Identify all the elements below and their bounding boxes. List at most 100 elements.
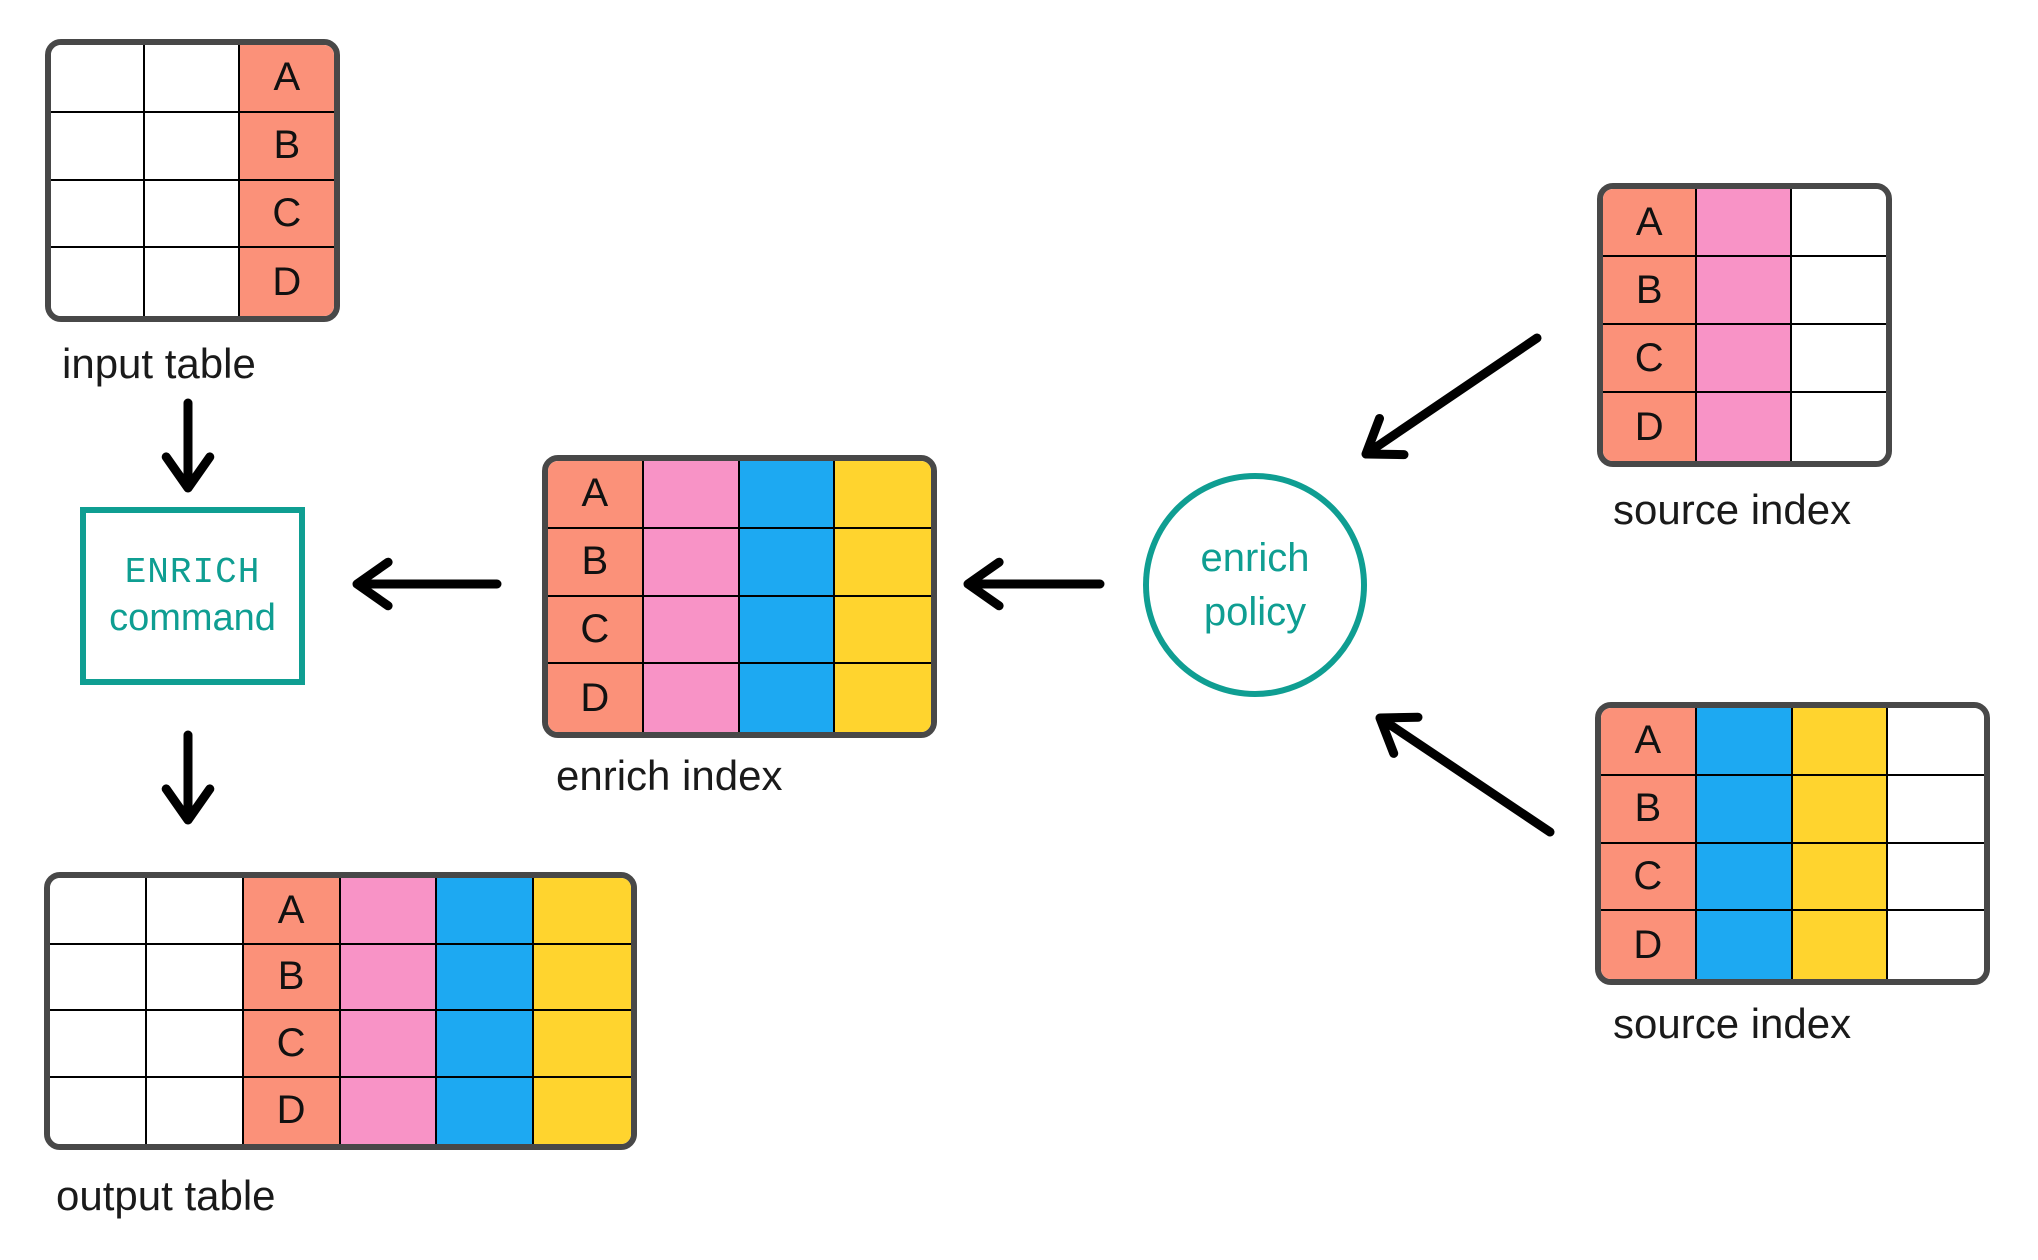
key-cell: B (1601, 775, 1697, 844)
key-cell: C (548, 596, 644, 665)
table-cell (739, 528, 836, 597)
arrow-index-to-command (352, 557, 502, 611)
table-cell (50, 1077, 147, 1144)
table-cell (51, 45, 146, 113)
enrich-command-keyword: ENRICH (124, 551, 261, 593)
table-cell (145, 112, 240, 181)
table-cell (739, 664, 836, 732)
table-cell (1696, 708, 1793, 776)
enrich-index-label: enrich index (556, 752, 783, 799)
key-cell: C (1601, 843, 1697, 912)
key-cell: D (239, 248, 334, 316)
table-cell (643, 664, 740, 732)
key-cell: D (1601, 911, 1697, 979)
source-index-top-label: source index (1613, 486, 1852, 533)
key-cell: B (239, 112, 334, 181)
key-cell: C (243, 1011, 341, 1078)
table-cell (1791, 189, 1886, 257)
table-cell (1791, 393, 1886, 461)
arrow-policy-to-index (963, 557, 1105, 611)
arrow-command-to-output (161, 730, 215, 825)
table-cell (1792, 708, 1889, 776)
table-cell (146, 1077, 244, 1144)
table-cell (340, 1011, 438, 1078)
enrich-policy-line2: policy (1203, 590, 1307, 634)
table-cell (340, 1077, 438, 1144)
table-cell (51, 112, 146, 181)
key-cell: B (548, 528, 644, 597)
table-cell (340, 878, 438, 945)
table-cell (835, 664, 931, 732)
table-cell (340, 944, 438, 1011)
table-cell (643, 461, 740, 529)
table-cell (51, 180, 146, 249)
table-cell (643, 528, 740, 597)
key-cell: A (1603, 189, 1698, 257)
table-cell (145, 180, 240, 249)
table-cell (1791, 257, 1886, 325)
table-cell (1791, 325, 1886, 393)
arrow-source-bottom-to-policy (1375, 712, 1555, 837)
table-cell (1888, 843, 1984, 912)
table-cell (1696, 775, 1793, 844)
table-cell (437, 1011, 535, 1078)
table-cell (1697, 393, 1792, 461)
table-cell (50, 944, 147, 1011)
table-cell (145, 248, 240, 316)
source-index-bottom-label: source index (1613, 1000, 1852, 1047)
key-cell: D (243, 1077, 341, 1144)
key-cell: C (239, 180, 334, 249)
arrow-source-top-to-policy (1361, 333, 1542, 460)
table-cell (146, 878, 244, 945)
key-cell: D (1603, 393, 1698, 461)
table-cell (51, 248, 146, 316)
table-cell (1792, 843, 1889, 912)
key-cell: A (239, 45, 334, 113)
key-cell: C (1603, 325, 1698, 393)
table-cell (145, 45, 240, 113)
table-cell (437, 944, 535, 1011)
table-cell (1888, 708, 1984, 776)
table-cell (739, 461, 836, 529)
table-cell (835, 596, 931, 665)
table-cell (146, 1011, 244, 1078)
key-cell: B (1603, 257, 1698, 325)
table-cell (643, 596, 740, 665)
table-cell (534, 878, 631, 945)
table-cell (50, 1011, 147, 1078)
table-cell (739, 596, 836, 665)
table-cell (1697, 325, 1792, 393)
table-cell (1696, 911, 1793, 979)
output-table-label: output table (56, 1172, 276, 1219)
table-cell (835, 528, 931, 597)
table-cell (534, 1077, 631, 1144)
enrich-policy-circle: enrich policy (1143, 473, 1367, 697)
table-cell (835, 461, 931, 529)
table-cell (50, 878, 147, 945)
enrich-policy-line1: enrich (1200, 536, 1310, 580)
table-cell (146, 944, 244, 1011)
table-cell (1888, 775, 1984, 844)
enrich-command-word: command (109, 596, 276, 639)
table-cell (534, 1011, 631, 1078)
key-cell: A (548, 461, 644, 529)
table-cell (437, 878, 535, 945)
table-cell (437, 1077, 535, 1144)
input-table-label: input table (62, 340, 256, 387)
key-cell: A (1601, 708, 1697, 776)
table-cell (534, 944, 631, 1011)
table-cell (1888, 911, 1984, 979)
key-cell: D (548, 664, 644, 732)
enrich-command-box: ENRICH command (80, 507, 305, 685)
table-cell (1792, 775, 1889, 844)
arrow-input-to-command (161, 398, 215, 493)
table-cell (1792, 911, 1889, 979)
key-cell: A (243, 878, 341, 945)
table-cell (1697, 189, 1792, 257)
